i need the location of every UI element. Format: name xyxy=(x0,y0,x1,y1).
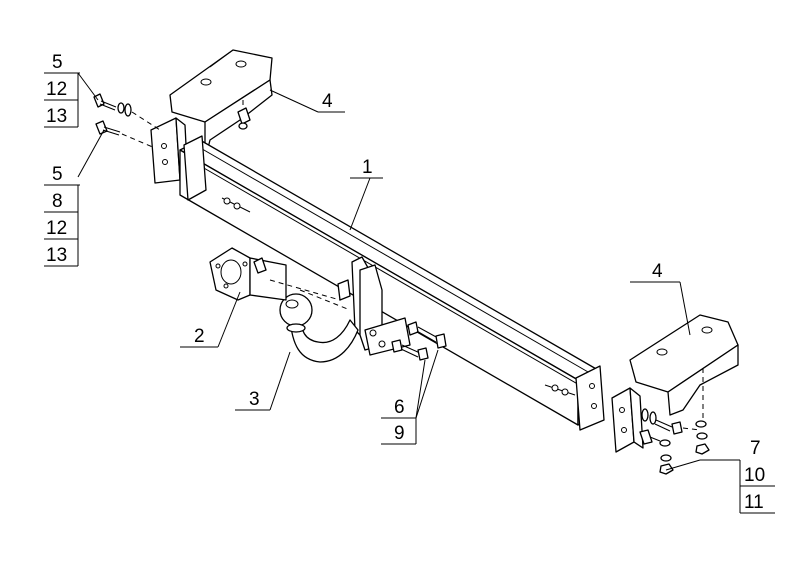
left-bolt-set xyxy=(93,93,251,149)
callout-10: 10 xyxy=(744,465,765,486)
callout-1: 1 xyxy=(362,157,373,178)
left-mounting-bracket xyxy=(150,49,273,186)
callout-5-top: 5 xyxy=(52,52,63,73)
callout-12-mid: 12 xyxy=(46,218,67,239)
electrical-socket-plate xyxy=(209,247,341,301)
callout-3: 3 xyxy=(249,389,260,410)
callout-8: 8 xyxy=(52,191,63,212)
callout-13-top: 13 xyxy=(46,106,67,127)
tow-ball-assembly xyxy=(279,256,411,363)
callout-5-mid: 5 xyxy=(52,164,63,185)
callout-7: 7 xyxy=(750,438,761,459)
callout-9: 9 xyxy=(394,423,405,444)
callout-6: 6 xyxy=(394,397,405,418)
callout-2: 2 xyxy=(194,326,205,347)
callout-table-right: 7 10 11 xyxy=(739,438,775,514)
callout-12-top: 12 xyxy=(46,79,67,100)
right-bolt-set xyxy=(639,368,710,475)
callout-4-left: 4 xyxy=(322,91,333,112)
callout-table-left-top: 5 12 13 xyxy=(44,52,80,128)
callout-4-right: 4 xyxy=(652,261,663,282)
center-bolts xyxy=(391,321,447,361)
callout-11: 11 xyxy=(744,492,764,513)
callout-table-center: 6 9 xyxy=(381,397,417,445)
callout-13-mid: 13 xyxy=(46,245,67,266)
callout-table-left-mid: 5 8 12 13 xyxy=(44,164,80,267)
leader-lines xyxy=(77,72,740,471)
